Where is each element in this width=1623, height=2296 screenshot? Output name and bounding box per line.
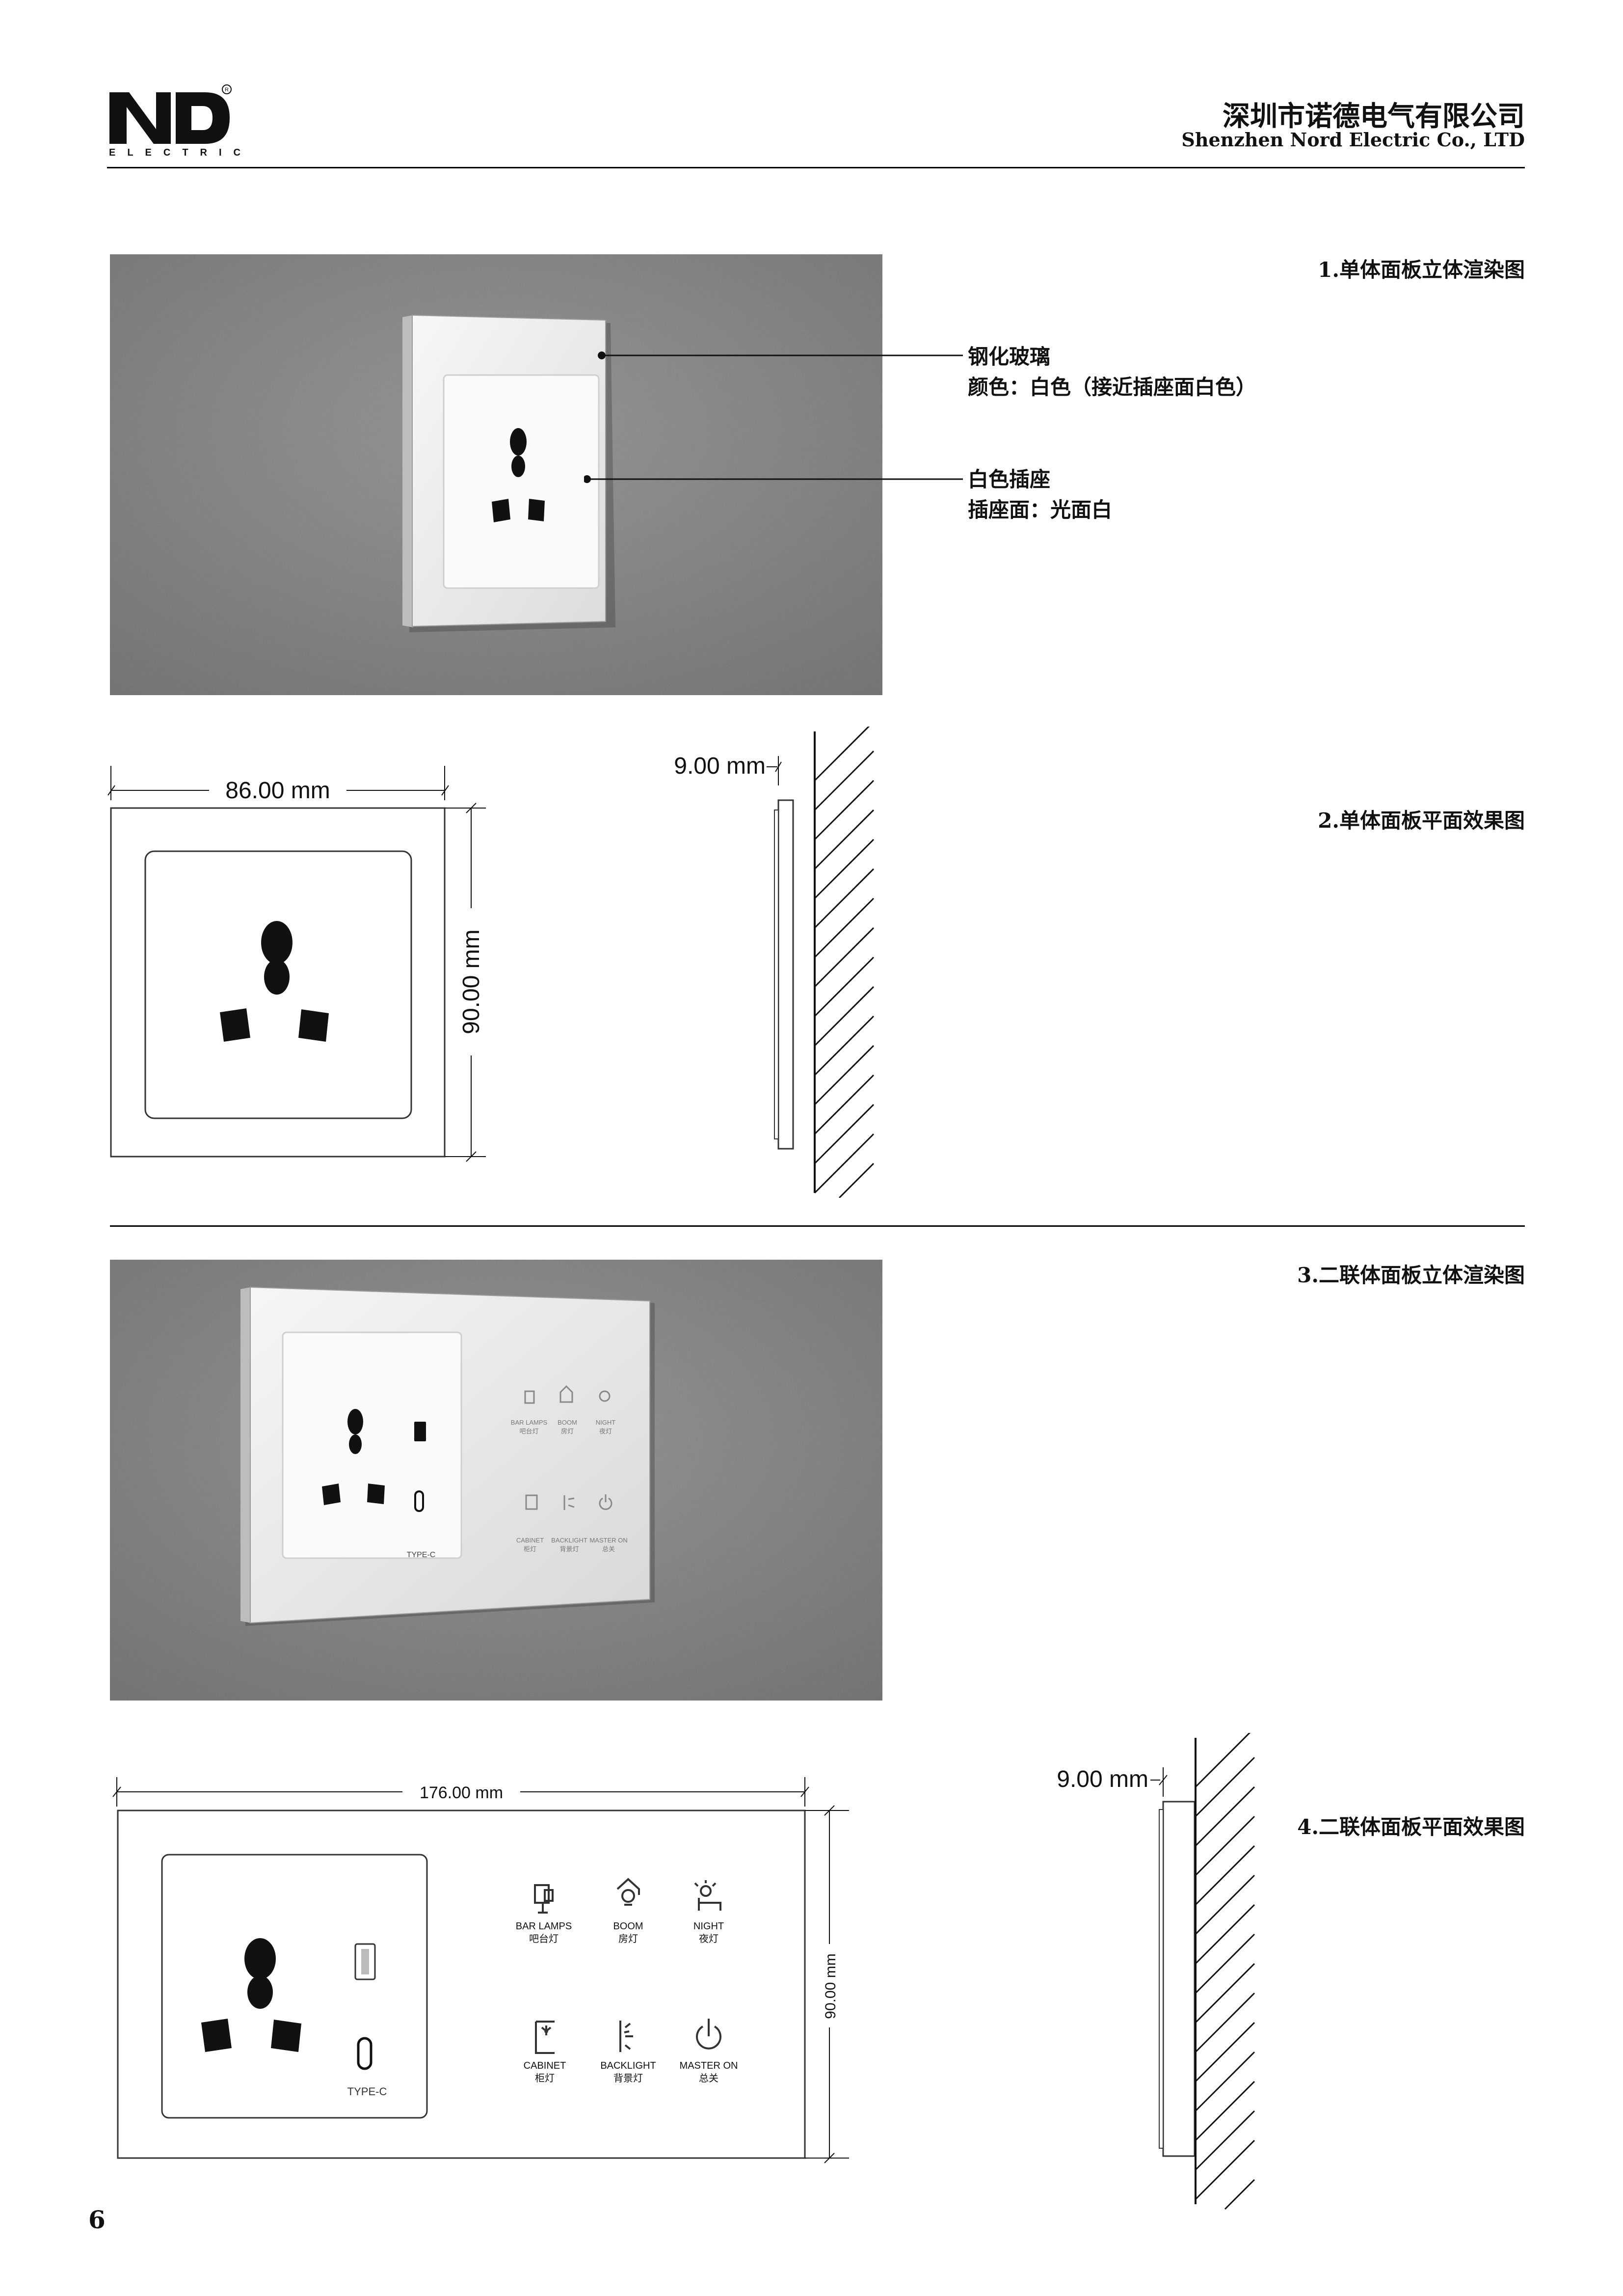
bar-lamps-icon bbox=[534, 1884, 554, 1914]
backlight-icon bbox=[619, 2021, 633, 2052]
usb-c-port-icon bbox=[357, 2037, 372, 2070]
render-btn-6-en: MASTER ON bbox=[589, 1537, 627, 1544]
btn-master-on-cn: 总关 bbox=[699, 2073, 718, 2084]
power-icon bbox=[696, 2019, 721, 2050]
render-btn-2-en: BOOM bbox=[558, 1419, 577, 1426]
render-btn-4-en: CABINET bbox=[516, 1537, 544, 1544]
double-depth-label: 9.00 mm bbox=[1057, 1766, 1148, 1792]
single-panel-front-drawing: 86.00 mm 90.00 mm bbox=[107, 766, 486, 1162]
socket-callout: 白色插座 插座面：光面白 bbox=[968, 464, 1112, 525]
glass-callout: 钢化玻璃 颜色：白色（接近插座面白色） bbox=[968, 342, 1256, 403]
double-width-label: 176.00 mm bbox=[420, 1783, 503, 1802]
callout-leaders bbox=[584, 351, 963, 483]
btn-backlight-cn: 背景灯 bbox=[613, 2073, 643, 2084]
btn-master-on-en: MASTER ON bbox=[680, 2060, 738, 2071]
btn-boom-en: BOOM bbox=[613, 1921, 643, 1932]
btn-night-cn: 夜灯 bbox=[699, 1933, 718, 1945]
btn-night-en: NIGHT bbox=[693, 1921, 724, 1932]
btn-boom-cn: 房灯 bbox=[618, 1933, 638, 1945]
btn-cabinet-en: CABINET bbox=[524, 2060, 566, 2071]
render-btn-6-cn: 总关 bbox=[602, 1545, 615, 1553]
section-divider bbox=[110, 1225, 1525, 1227]
double-height-label: 90.00 mm bbox=[823, 1953, 839, 2019]
render-btn-5-en: BACKLIGHT bbox=[551, 1537, 587, 1544]
cabinet-light-icon bbox=[535, 2021, 555, 2054]
double-panel-front-drawing: 176.00 mm TYPE-C BAR LAMPS 吧台灯 BOOM 房灯 N… bbox=[112, 1777, 849, 2163]
logo-subtitle: ELECTRIC bbox=[109, 147, 252, 158]
single-width-label: 86.00 mm bbox=[225, 778, 330, 804]
brand-logo: R ELECTRIC bbox=[107, 82, 240, 166]
glass-callout-color: 颜色：白色（接近插座面白色） bbox=[968, 375, 1257, 399]
render-btn-1-cn: 吧台灯 bbox=[519, 1428, 538, 1435]
render-usb-c-label: TYPE-C bbox=[407, 1551, 436, 1559]
single-height-label: 90.00 mm bbox=[458, 929, 484, 1034]
render-btn-4-cn: 柜灯 bbox=[524, 1545, 536, 1553]
section-4-title: 4.二联体面板平面效果图 bbox=[1297, 1815, 1525, 1839]
btn-backlight-en: BACKLIGHT bbox=[600, 2060, 656, 2071]
render-btn-2-cn: 房灯 bbox=[561, 1428, 574, 1435]
section-2-title: 2.单体面板平面效果图 bbox=[1318, 809, 1525, 833]
double-usb-c-label: TYPE-C bbox=[347, 2085, 387, 2098]
single-depth-label: 9.00 mm bbox=[674, 753, 766, 779]
socket-callout-finish: 插座面：光面白 bbox=[968, 498, 1113, 522]
company-name-en: Shenzhen Nord Electric Co., LTD bbox=[1181, 129, 1525, 151]
render-btn-5-cn: 背景灯 bbox=[559, 1545, 579, 1553]
single-panel-render bbox=[110, 254, 882, 695]
glass-callout-title: 钢化玻璃 bbox=[968, 345, 1051, 369]
double-panel-render: TYPE-C BAR LAMPS 吧台灯 BOOM 房灯 NIGHT 夜灯 CA… bbox=[110, 1260, 882, 1701]
section-1-title: 1.单体面板立体渲染图 bbox=[1318, 258, 1525, 282]
header-divider bbox=[107, 167, 1525, 168]
btn-bar-lamps-en: BAR LAMPS bbox=[516, 1921, 572, 1932]
render-btn-3-en: NIGHT bbox=[596, 1419, 616, 1426]
btn-cabinet-cn: 柜灯 bbox=[535, 2073, 555, 2084]
render-btn-1-en: BAR LAMPS bbox=[511, 1419, 548, 1426]
company-name-cn: 深圳市诺德电气有限公司 bbox=[1223, 100, 1525, 133]
single-panel-side-drawing: 9.00 mm bbox=[674, 727, 875, 1198]
room-light-icon bbox=[616, 1878, 640, 1906]
nd-logo-icon: R bbox=[109, 84, 232, 144]
page-number: 6 bbox=[88, 2205, 106, 2234]
section-3-title: 3.二联体面板立体渲染图 bbox=[1297, 1263, 1525, 1287]
socket-callout-title: 白色插座 bbox=[968, 467, 1051, 491]
svg-text:R: R bbox=[225, 87, 229, 93]
double-panel-side-drawing: 9.00 mm bbox=[1057, 1733, 1255, 2210]
btn-bar-lamps-cn: 吧台灯 bbox=[529, 1933, 559, 1945]
render-btn-3-cn: 夜灯 bbox=[599, 1428, 612, 1435]
night-light-icon bbox=[694, 1880, 721, 1911]
